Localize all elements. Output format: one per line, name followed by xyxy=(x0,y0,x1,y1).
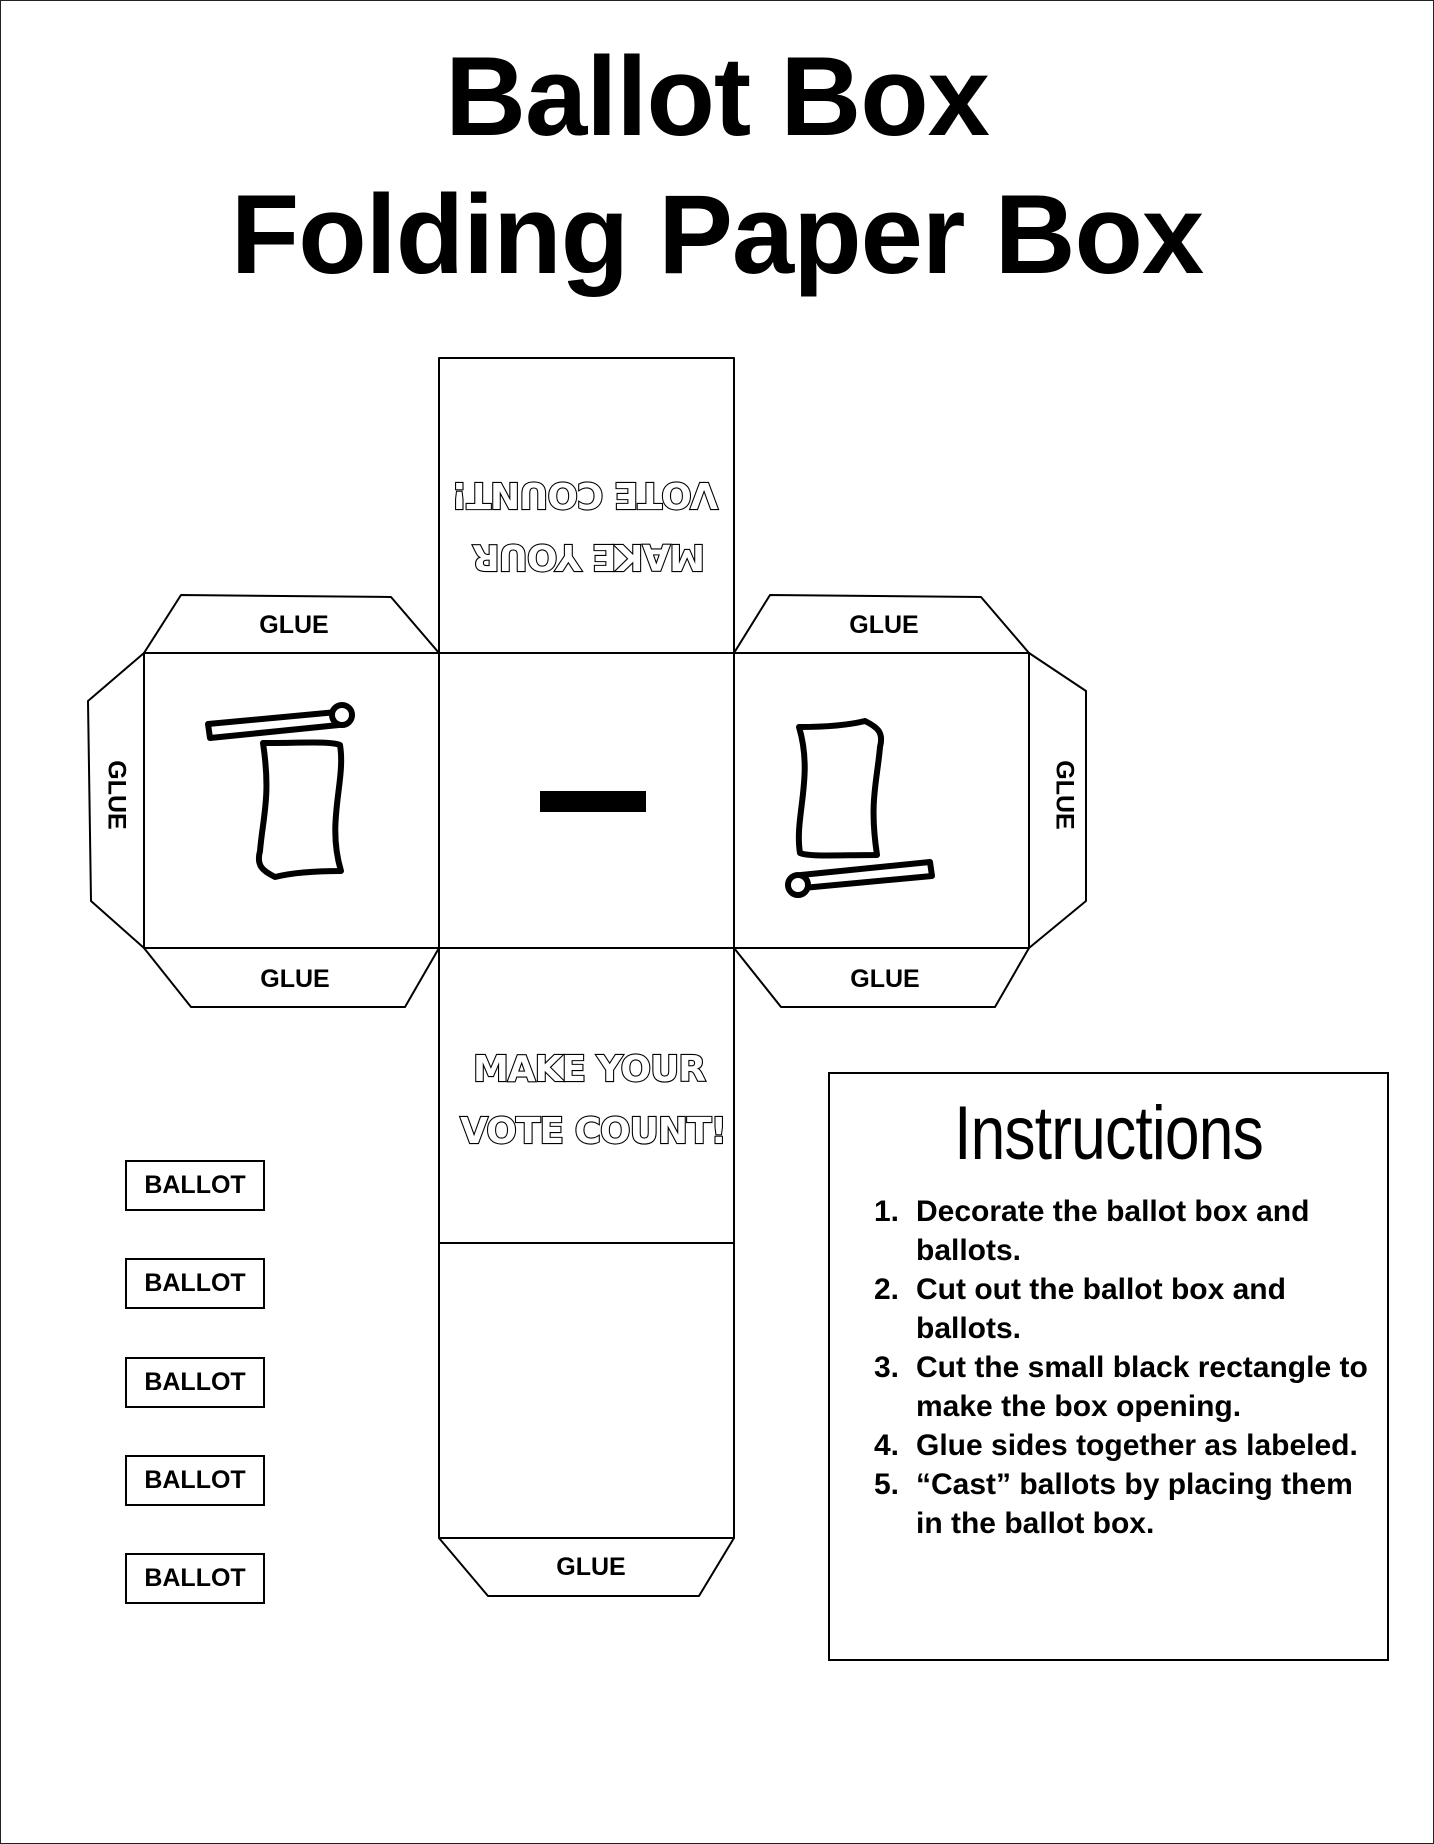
glue-tab-right-side xyxy=(1028,652,1087,949)
glue-tab-right-bottom xyxy=(733,947,1030,1008)
slot-opening xyxy=(540,791,646,812)
ballot-card: BALLOT xyxy=(125,1455,265,1506)
glue-tab-left-top xyxy=(143,594,440,654)
step-text: Decorate the ballot box and ballots. xyxy=(916,1195,1310,1267)
step-number: 3. xyxy=(874,1351,900,1384)
glue-label: GLUE xyxy=(556,1553,625,1581)
glue-tab-right-top xyxy=(733,594,1030,654)
step-text: Glue sides together as labeled. xyxy=(916,1429,1358,1462)
slogan-line-2: VOTE COUNT! xyxy=(460,1111,726,1152)
instructions-box: Instructions 1. Decorate the ballot box … xyxy=(828,1072,1389,1661)
title-line-1: Ballot Box xyxy=(445,34,990,159)
step-text: Cut the small black rectangle to make th… xyxy=(916,1351,1368,1423)
glue-label: GLUE xyxy=(259,611,328,639)
step-text: “Cast” ballots by placing them in the ba… xyxy=(916,1468,1353,1540)
instruction-step: 1. Decorate the ballot box and ballots. xyxy=(874,1192,1374,1270)
ballot-card: BALLOT xyxy=(125,1160,265,1211)
step-number: 1. xyxy=(874,1195,900,1228)
glue-label: GLUE xyxy=(102,760,130,829)
instructions-list: 1. Decorate the ballot box and ballots. … xyxy=(874,1192,1374,1543)
glue-tab-left-side xyxy=(87,652,145,949)
instruction-step: 4. Glue sides together as labeled. xyxy=(874,1426,1374,1465)
ballot-card: BALLOT xyxy=(125,1553,265,1604)
glue-tab-bottom xyxy=(438,1537,735,1597)
instruction-step: 2. Cut out the ballot box and ballots. xyxy=(874,1270,1374,1348)
glue-label: GLUE xyxy=(849,611,918,639)
ballot-card: BALLOT xyxy=(125,1357,265,1408)
bottom-face xyxy=(438,1242,735,1539)
slogan-line-1: MAKE YOUR xyxy=(473,536,705,577)
step-number: 4. xyxy=(874,1429,900,1462)
step-number: 2. xyxy=(874,1273,900,1306)
flag-icon xyxy=(785,718,935,898)
glue-tab-left-bottom xyxy=(143,947,440,1008)
slogan-upside-down: MAKE YOUR VOTE COUNT! xyxy=(451,473,719,578)
instruction-step: 5. “Cast” ballots by placing them in the… xyxy=(874,1465,1374,1543)
right-face xyxy=(733,652,1030,949)
flag-icon xyxy=(205,702,355,880)
left-face xyxy=(143,652,440,949)
ballot-card: BALLOT xyxy=(125,1258,265,1309)
slogan-line-1: MAKE YOUR xyxy=(473,1049,705,1090)
instruction-step: 3. Cut the small black rectangle to make… xyxy=(874,1348,1374,1426)
front-face xyxy=(438,947,735,1244)
glue-label: GLUE xyxy=(260,965,329,993)
glue-label: GLUE xyxy=(1050,760,1078,829)
title-line-2: Folding Paper Box xyxy=(230,172,1204,297)
glue-label: GLUE xyxy=(850,965,919,993)
instructions-heading: Instructions xyxy=(954,1091,1264,1176)
step-number: 5. xyxy=(874,1468,900,1501)
slogan-line-2: VOTE COUNT! xyxy=(452,474,718,515)
step-text: Cut out the ballot box and ballots. xyxy=(916,1273,1286,1345)
